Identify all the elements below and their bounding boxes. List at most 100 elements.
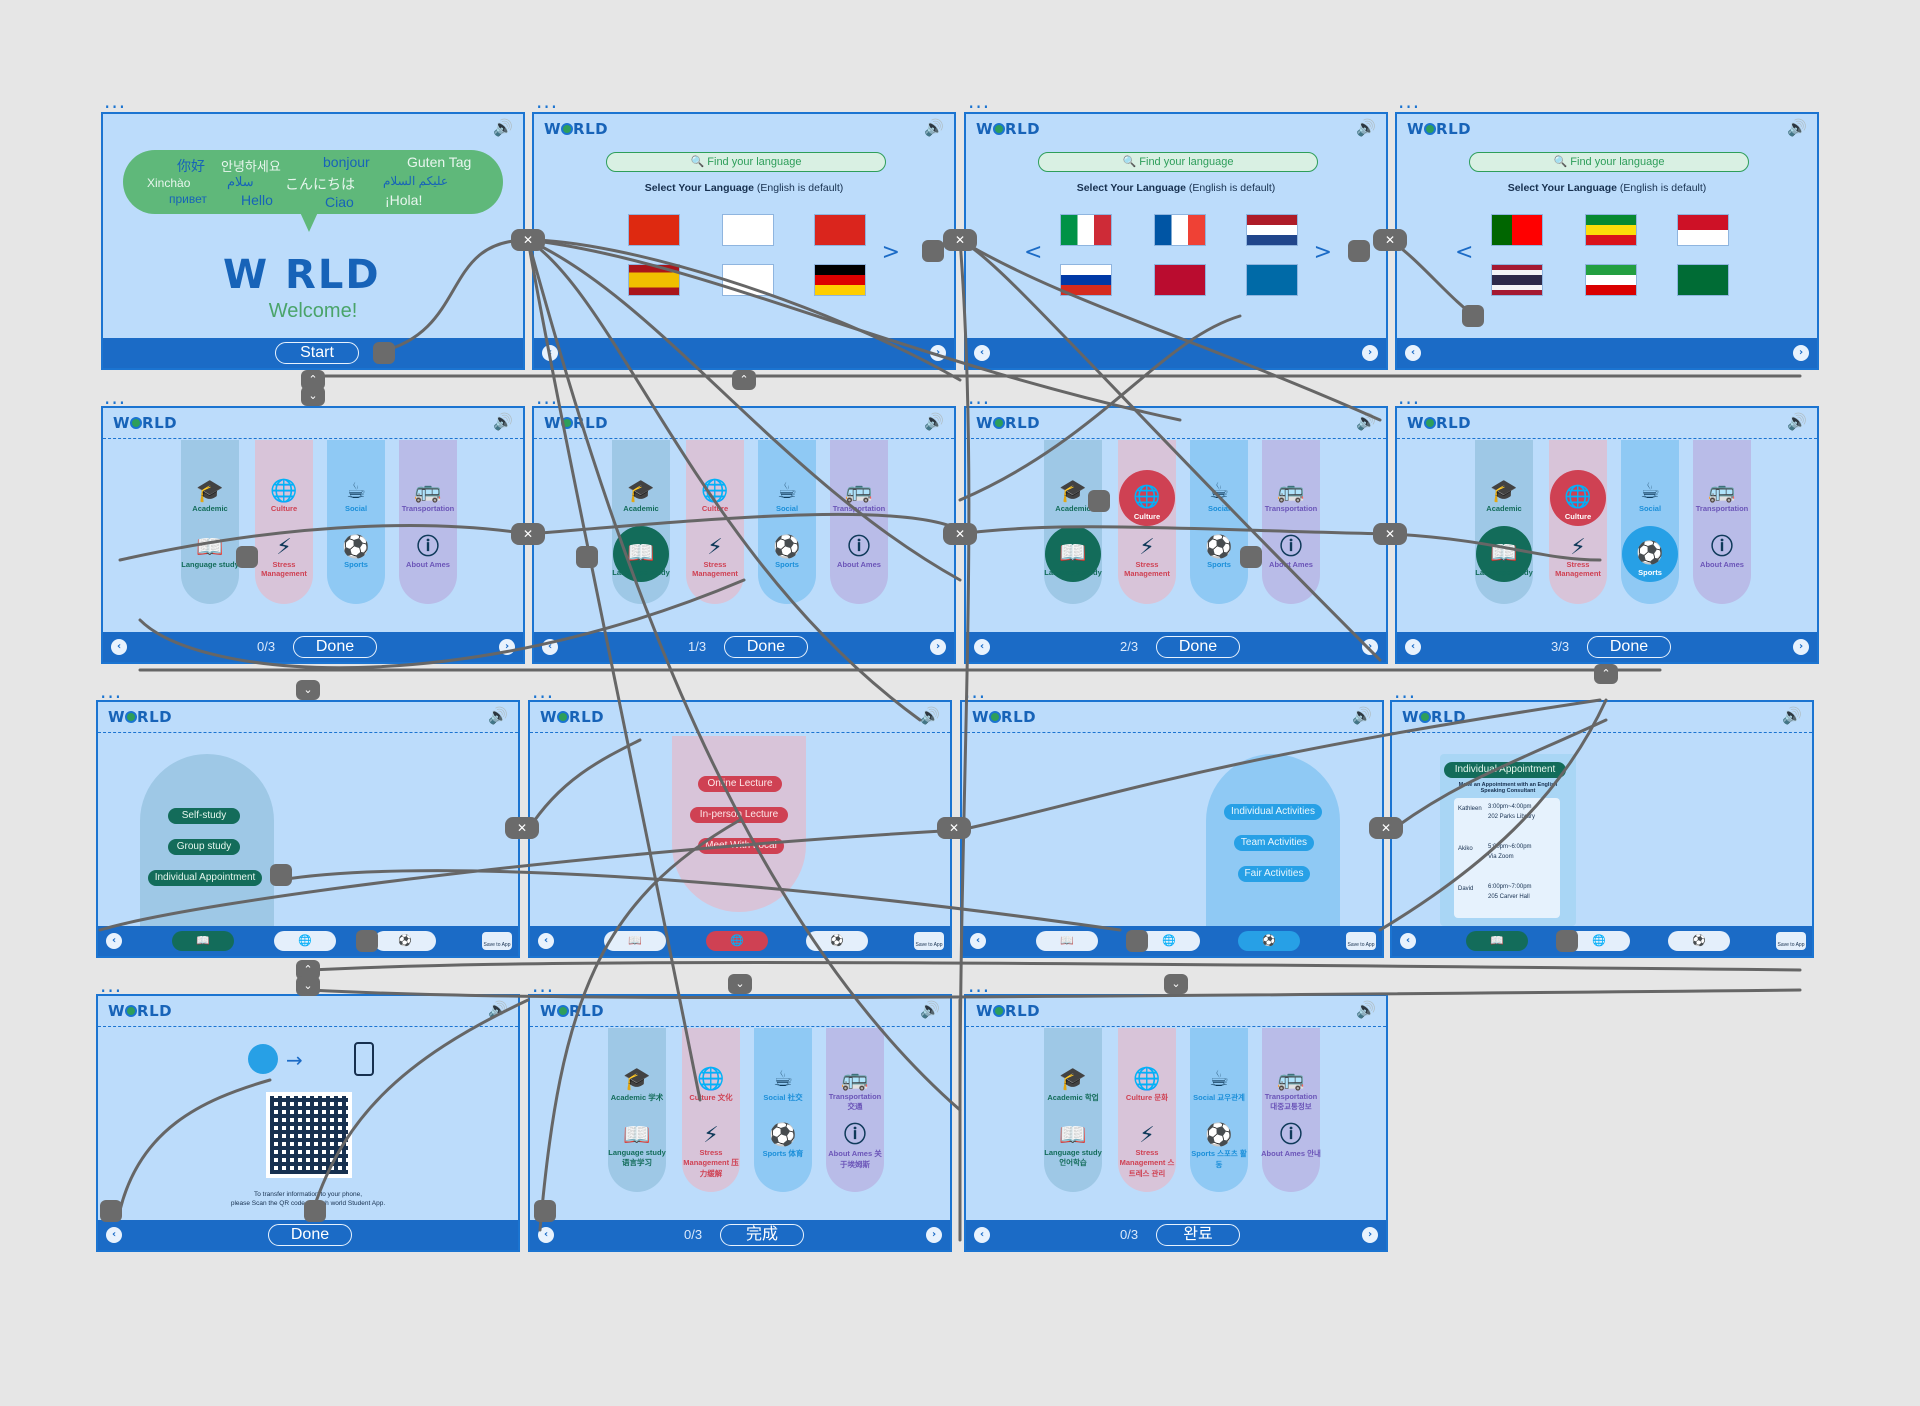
flag-china[interactable]	[628, 214, 680, 246]
nav-culture[interactable]: 🌐	[1138, 931, 1200, 951]
nav-sports[interactable]: ⚽	[806, 931, 868, 951]
speaker-icon[interactable]: 🔊	[493, 412, 513, 431]
category-social[interactable]: ☕Social	[326, 480, 386, 514]
connection-knob[interactable]	[373, 342, 395, 364]
nav-language-study[interactable]: 📖	[1466, 931, 1528, 951]
interaction-hub[interactable]: ✕	[505, 817, 539, 839]
nav-sports[interactable]: ⚽	[374, 931, 436, 951]
connection-knob[interactable]	[576, 546, 598, 568]
prev-arrow[interactable]: <	[1024, 240, 1043, 265]
option-in-person-lecture[interactable]: In-person Lecture	[690, 807, 788, 823]
nav-culture[interactable]: 🌐	[274, 931, 336, 951]
chevron-down-icon[interactable]: ⌄	[296, 976, 320, 996]
category-transportation[interactable]: 🚌Transportation	[398, 480, 458, 514]
slot-time[interactable]: 6:00pm~7:00pm	[1488, 884, 1532, 890]
option-self-study[interactable]: Self-study	[168, 808, 240, 824]
category-social[interactable]: ☕Social 社交	[753, 1068, 813, 1103]
speaker-icon[interactable]: 🔊	[1787, 118, 1807, 137]
frame-menu-dots[interactable]: ...	[1394, 679, 1417, 703]
next-arrow[interactable]: >	[1313, 240, 1332, 265]
category-social[interactable]: ☕Social 교우관계	[1189, 1068, 1249, 1103]
speaker-icon[interactable]: 🔊	[488, 1000, 508, 1019]
nav-culture[interactable]: 🌐	[706, 931, 768, 951]
option-online-lecture[interactable]: Online Lecture	[698, 776, 782, 792]
category-social[interactable]: ☕Social	[757, 480, 817, 514]
done-button[interactable]: Done	[268, 1224, 352, 1246]
connection-knob[interactable]	[270, 864, 292, 886]
category-culture-selected[interactable]: 🌐	[1548, 470, 1608, 526]
done-button[interactable]: Done	[293, 636, 377, 658]
category-language-study[interactable]: 📖Language study	[181, 535, 239, 570]
option-group-study[interactable]: Group study	[168, 839, 240, 855]
nav-language-study[interactable]: 📖	[172, 931, 234, 951]
category-culture[interactable]: 🌐Culture 文化	[681, 1068, 741, 1103]
back-button[interactable]: ‹	[970, 933, 986, 949]
category-sports[interactable]: ⚽Sports	[326, 536, 386, 570]
chevron-down-icon[interactable]: ⌄	[296, 680, 320, 700]
interaction-hub[interactable]: ✕	[943, 229, 977, 251]
flag-norway[interactable]	[1154, 264, 1206, 296]
speaker-icon[interactable]: 🔊	[920, 706, 940, 725]
category-stress-management[interactable]: ⚡Stress Management	[254, 536, 314, 579]
forward-button[interactable]: ›	[1793, 639, 1809, 655]
save-to-app-button[interactable]: Save to App	[1776, 932, 1806, 950]
category-stress-management[interactable]: ⚡Stress Management	[1117, 536, 1177, 579]
option-individual-activities[interactable]: Individual Activities	[1224, 804, 1322, 820]
category-academic[interactable]: 🎓Academic 학업	[1043, 1068, 1103, 1103]
category-social[interactable]: ☕Social	[1620, 480, 1680, 514]
done-button[interactable]: 完成	[720, 1224, 804, 1246]
speaker-icon[interactable]: 🔊	[488, 706, 508, 725]
frame-menu-dots[interactable]: ...	[532, 973, 555, 997]
frame-menu-dots[interactable]: ...	[536, 385, 559, 409]
back-button[interactable]: ‹	[1405, 345, 1421, 361]
flag-portugal[interactable]	[1491, 214, 1543, 246]
speaker-icon[interactable]: 🔊	[1787, 412, 1807, 431]
nav-sports[interactable]: ⚽	[1668, 931, 1730, 951]
forward-button[interactable]: ›	[499, 639, 515, 655]
connection-knob[interactable]	[1348, 240, 1370, 262]
interaction-hub[interactable]: ✕	[1373, 229, 1407, 251]
category-culture[interactable]: 🌐Culture	[254, 480, 314, 514]
back-button[interactable]: ‹	[538, 933, 554, 949]
back-button[interactable]: ‹	[974, 639, 990, 655]
speaker-icon[interactable]: 🔊	[1352, 706, 1372, 725]
back-button[interactable]: ‹	[542, 639, 558, 655]
connection-knob[interactable]	[1126, 930, 1148, 952]
chevron-down-icon[interactable]: ⌄	[1164, 974, 1188, 994]
qr-code[interactable]	[266, 1092, 352, 1178]
category-transportation[interactable]: 🚌Transportation	[829, 480, 889, 514]
nav-sports[interactable]: ⚽	[1238, 931, 1300, 951]
flag-spain[interactable]	[628, 264, 680, 296]
speaker-icon[interactable]: 🔊	[924, 412, 944, 431]
chevron-up-icon[interactable]: ⌃	[296, 960, 320, 980]
speaker-icon[interactable]: 🔊	[924, 118, 944, 137]
flag-saudi-arabia[interactable]	[1677, 264, 1729, 296]
frame-menu-dots[interactable]: ...	[532, 679, 555, 703]
nav-culture[interactable]: 🌐	[1568, 931, 1630, 951]
connection-knob[interactable]	[304, 1200, 326, 1222]
frame-menu-dots[interactable]: ...	[104, 385, 127, 409]
save-to-app-button[interactable]: Save to App	[914, 932, 944, 950]
frame-menu-dots[interactable]: ...	[100, 679, 123, 703]
flag-iran[interactable]	[1585, 264, 1637, 296]
back-button[interactable]: ‹	[538, 1227, 554, 1243]
flag-russia[interactable]	[1060, 264, 1112, 296]
back-button[interactable]: ‹	[106, 933, 122, 949]
back-button[interactable]: ‹	[106, 1227, 122, 1243]
category-language-study[interactable]: 📖Language study 语言学习	[608, 1123, 666, 1168]
category-social[interactable]: ☕Social	[1189, 480, 1249, 514]
category-stress-management[interactable]: ⚡Stress Management 스트레스 관리	[1117, 1124, 1177, 1179]
